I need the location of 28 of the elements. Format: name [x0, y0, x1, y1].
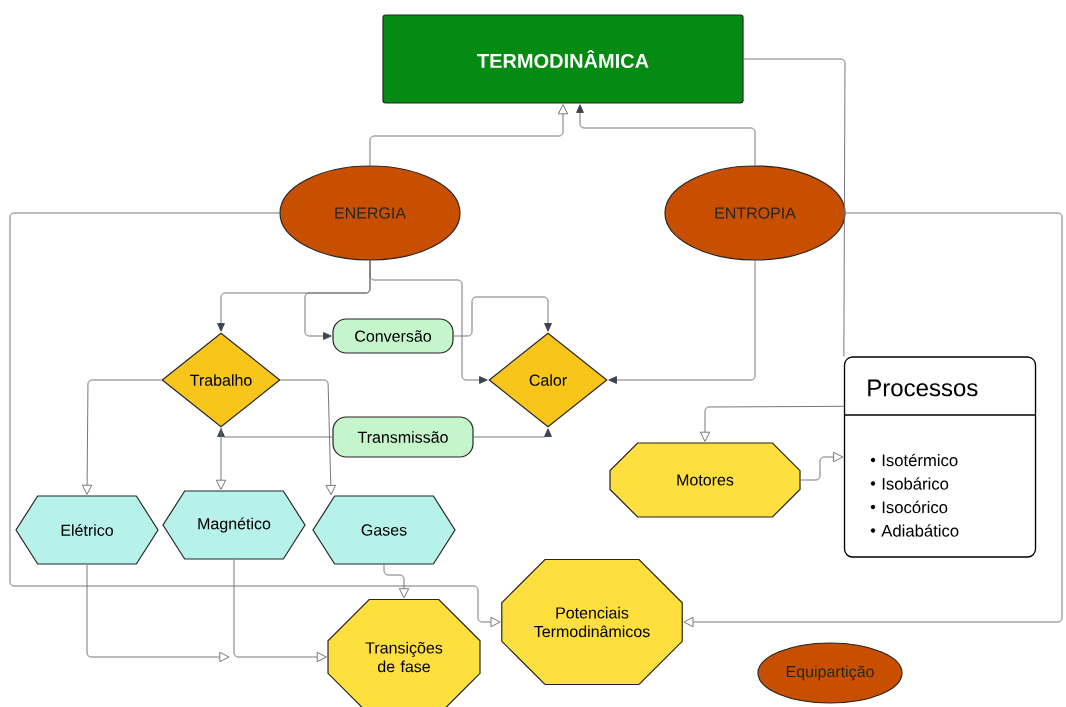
process-pill: Conversão [332, 318, 454, 354]
list-card: Processos Isotérmico Isobárico Isocórico Adiabático [843, 356, 1037, 558]
arrow [233, 559, 327, 663]
hexagon-node: Elétrico [15, 495, 159, 565]
arrow [215, 427, 227, 490]
hexagon-node: Magnético [162, 490, 306, 560]
hexagon-node: Gases [312, 495, 456, 565]
connector-line [743, 58, 846, 357]
arrow [683, 212, 1063, 628]
arrow [280, 379, 336, 496]
arrow [86, 564, 230, 663]
arrow [800, 451, 844, 481]
arrow [369, 104, 569, 166]
octagon-node: Transições de fase [327, 598, 481, 707]
octagon-node: Motores [609, 442, 801, 518]
arrow [473, 428, 552, 438]
arrow [453, 296, 552, 337]
arrow [576, 104, 756, 166]
arrow [608, 260, 756, 384]
process-pill: Transmissão [332, 416, 474, 458]
title-box: TERMODINÂMICA [382, 14, 744, 104]
arrow [699, 405, 845, 442]
octagon-node: Potenciais Termodinâmicos [501, 558, 683, 686]
arrow [383, 564, 410, 599]
arrow [369, 260, 488, 384]
arrow [81, 379, 162, 495]
arrow [9, 212, 501, 628]
arrow [217, 428, 333, 438]
